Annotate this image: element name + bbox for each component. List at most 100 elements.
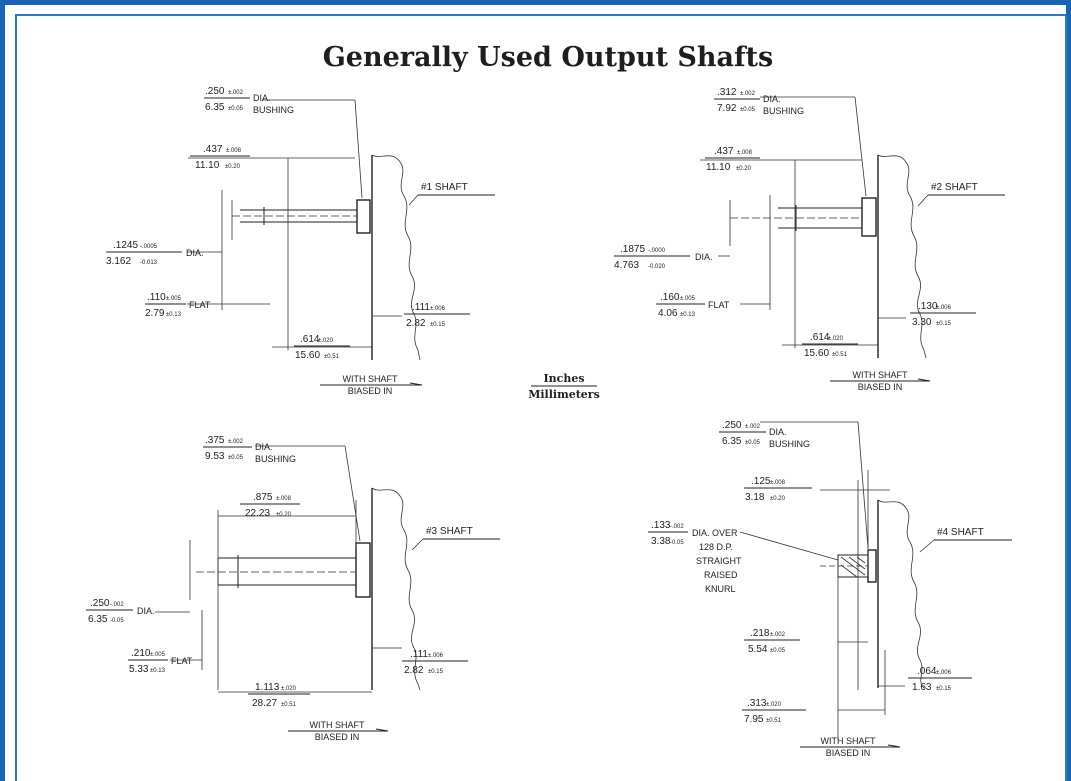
shaft1-gap-in-tol: ±.006 — [430, 306, 446, 312]
shaft1-total-in: .614 — [300, 334, 320, 345]
shaft1-flat-in: .110 — [147, 292, 166, 303]
shaft4-bushing-mm-tol: ±0.05 — [745, 440, 761, 446]
shaft2-name: #2 SHAFT — [931, 182, 978, 193]
shaft1-bushing-mm: 6.35 — [205, 102, 225, 113]
shaft1-dia-mm-tol: -0.013 — [140, 260, 158, 266]
shaft4-knurl-mm: 5.54 — [748, 644, 768, 655]
shaft1-gap-mm: 2.82 — [406, 318, 426, 329]
shaft1-len-in-tol: ±.008 — [226, 148, 242, 154]
shaft1-flat-label: FLAT — [189, 300, 211, 310]
shaft2-note1: WITH SHAFT — [853, 370, 908, 380]
shaft3-bushing-mm: 9.53 — [205, 451, 225, 462]
page-title: Generally Used Output Shafts — [323, 42, 773, 73]
shaft3-len-in: .875 — [253, 492, 273, 503]
shaft1-gap-mm-tol: ±0.15 — [430, 322, 446, 328]
shaft2-bushing-label: DIA. — [763, 94, 781, 104]
shaft4-gap-in-tol: ±.006 — [936, 670, 952, 676]
shaft3-dia-mm-tol: -0.05 — [110, 618, 124, 624]
shaft3-len-mm: 22.23 — [245, 508, 270, 519]
shaft2-len-mm: 11.10 — [706, 162, 731, 173]
shaft2-flat-in-tol: ±.005 — [680, 296, 696, 302]
shaft3-bushing-mm-tol: ±0.05 — [228, 455, 244, 461]
shaft2-bushing-mm-tol: ±0.05 — [740, 107, 756, 113]
units-inches: Inches — [543, 372, 584, 385]
shaft1-dia-in-tol: -.0005 — [140, 244, 158, 250]
shaft3-bushing-in: .375 — [205, 435, 225, 446]
shaft4-bushing-label2: BUSHING — [769, 439, 810, 449]
shaft1-flat-mm-tol: ±0.13 — [166, 312, 182, 318]
shaft4-dia-label5: KNURL — [705, 584, 736, 594]
shaft2-dia-mm-tol: -0.020 — [648, 264, 666, 270]
shaft4-len-mm-tol: ±0.20 — [770, 496, 786, 502]
shaft2-flat-in: .160 — [660, 292, 680, 303]
shaft2-dia-in: .1875 — [620, 244, 645, 255]
shaft4-dia-label3: STRAIGHT — [696, 556, 742, 566]
shaft3-flat-label: FLAT — [171, 656, 193, 666]
shaft4-gap-mm-tol: ±0.15 — [936, 686, 952, 692]
shaft3-len-in-tol: ±.008 — [276, 496, 292, 502]
shaft3-note2: BIASED IN — [315, 732, 360, 742]
shaft3-total-mm: 28.27 — [252, 698, 277, 709]
shaft4-gap-in: .064 — [917, 666, 937, 677]
shaft3-gap-in: .111 — [410, 649, 428, 660]
shaft4-bushing-mm: 6.35 — [722, 436, 742, 447]
shaft3-total-in-tol: ±.020 — [281, 686, 297, 692]
shaft2-drawing — [700, 96, 927, 359]
shaft1-len-in: .437 — [203, 144, 223, 155]
shaft3-gap-mm: 2.82 — [404, 665, 424, 676]
shaft4-dia-label2: 128 D.P. — [699, 542, 733, 552]
shaft4-total-mm: 7.95 — [744, 714, 764, 725]
shaft4-note1: WITH SHAFT — [821, 736, 876, 746]
shaft2-bushing-in-tol: ±.002 — [740, 91, 756, 97]
shaft1-gap-in: .111 — [412, 302, 430, 313]
shaft4-total-in-tol: ±.020 — [766, 702, 782, 708]
shaft2-flat-mm-tol: ±0.13 — [680, 312, 696, 318]
shaft1-bushing-label2: BUSHING — [253, 105, 294, 115]
inner-frame — [15, 14, 1067, 781]
shaft3-flat-in: .210 — [131, 648, 151, 659]
shaft4-dia-in-tol: -.002 — [670, 524, 684, 530]
shaft4-bushing-in-tol: ±.002 — [745, 424, 761, 430]
shaft2-total-mm: 15.60 — [804, 348, 829, 359]
shaft3-total-in: 1.113 — [255, 682, 280, 693]
shaft3-len-mm-tol: ±0.20 — [276, 512, 292, 518]
shaft1-note1: WITH SHAFT — [343, 374, 398, 384]
shaft4-drawing — [760, 421, 925, 740]
shaft4-bushing-label: DIA. — [769, 427, 787, 437]
shaft4-dia-mm: 3.38 — [651, 536, 671, 547]
shaft1-total-mm: 15.60 — [295, 350, 320, 361]
shaft2-len-mm-tol: ±0.20 — [736, 166, 752, 172]
shaft1-total-mm-tol: ±0.51 — [324, 354, 340, 360]
units-millimeters: Millimeters — [528, 388, 600, 401]
shaft3-gap-in-tol: ±.006 — [428, 653, 444, 659]
units-legend: Inches Millimeters — [528, 372, 600, 401]
shaft2-total-mm-tol: ±0.51 — [832, 352, 848, 358]
shaft1-dia-mm: 3.162 — [106, 256, 131, 267]
shaft3-dia-in: .250 — [90, 598, 110, 609]
shaft4-knurl-mm-tol: ±0.05 — [770, 648, 786, 654]
shaft2-dia-mm: 4.763 — [614, 260, 639, 271]
shaft4-total-in: .313 — [747, 698, 767, 709]
shaft1-note2: BIASED IN — [348, 386, 393, 396]
shaft4-dia-in: .133 — [651, 520, 671, 531]
shaft1-dia-label: DIA. — [186, 248, 204, 258]
shaft3-bushing-label: DIA. — [255, 442, 273, 452]
shaft2-flat-mm: 4.06 — [658, 308, 678, 319]
shaft4-bushing-in: .250 — [722, 420, 742, 431]
shaft1-len-mm: 11.10 — [195, 160, 220, 171]
shaft4-gap-mm: 1.63 — [912, 682, 932, 693]
shaft4-dia-label4: RAISED — [704, 570, 738, 580]
shaft2-dia-in-tol: -.0000 — [648, 248, 666, 254]
shaft1-bushing-in-tol: ±.002 — [228, 90, 244, 96]
shaft2-bushing-label2: BUSHING — [763, 106, 804, 116]
shaft4-len-in: .125 — [751, 476, 771, 487]
shaft2-gap-in-tol: ±.006 — [936, 305, 952, 311]
shaft2-gap-mm-tol: ±0.15 — [936, 321, 952, 327]
shaft4-note2: BIASED IN — [826, 748, 871, 758]
shaft2-len-in-tol: ±.008 — [737, 150, 753, 156]
shaft1-dia-in: .1245 — [113, 240, 138, 251]
shaft1-bushing-mm-tol: ±0.05 — [228, 106, 244, 112]
shaft4-dia-mm-tol: -0.05 — [670, 540, 684, 546]
